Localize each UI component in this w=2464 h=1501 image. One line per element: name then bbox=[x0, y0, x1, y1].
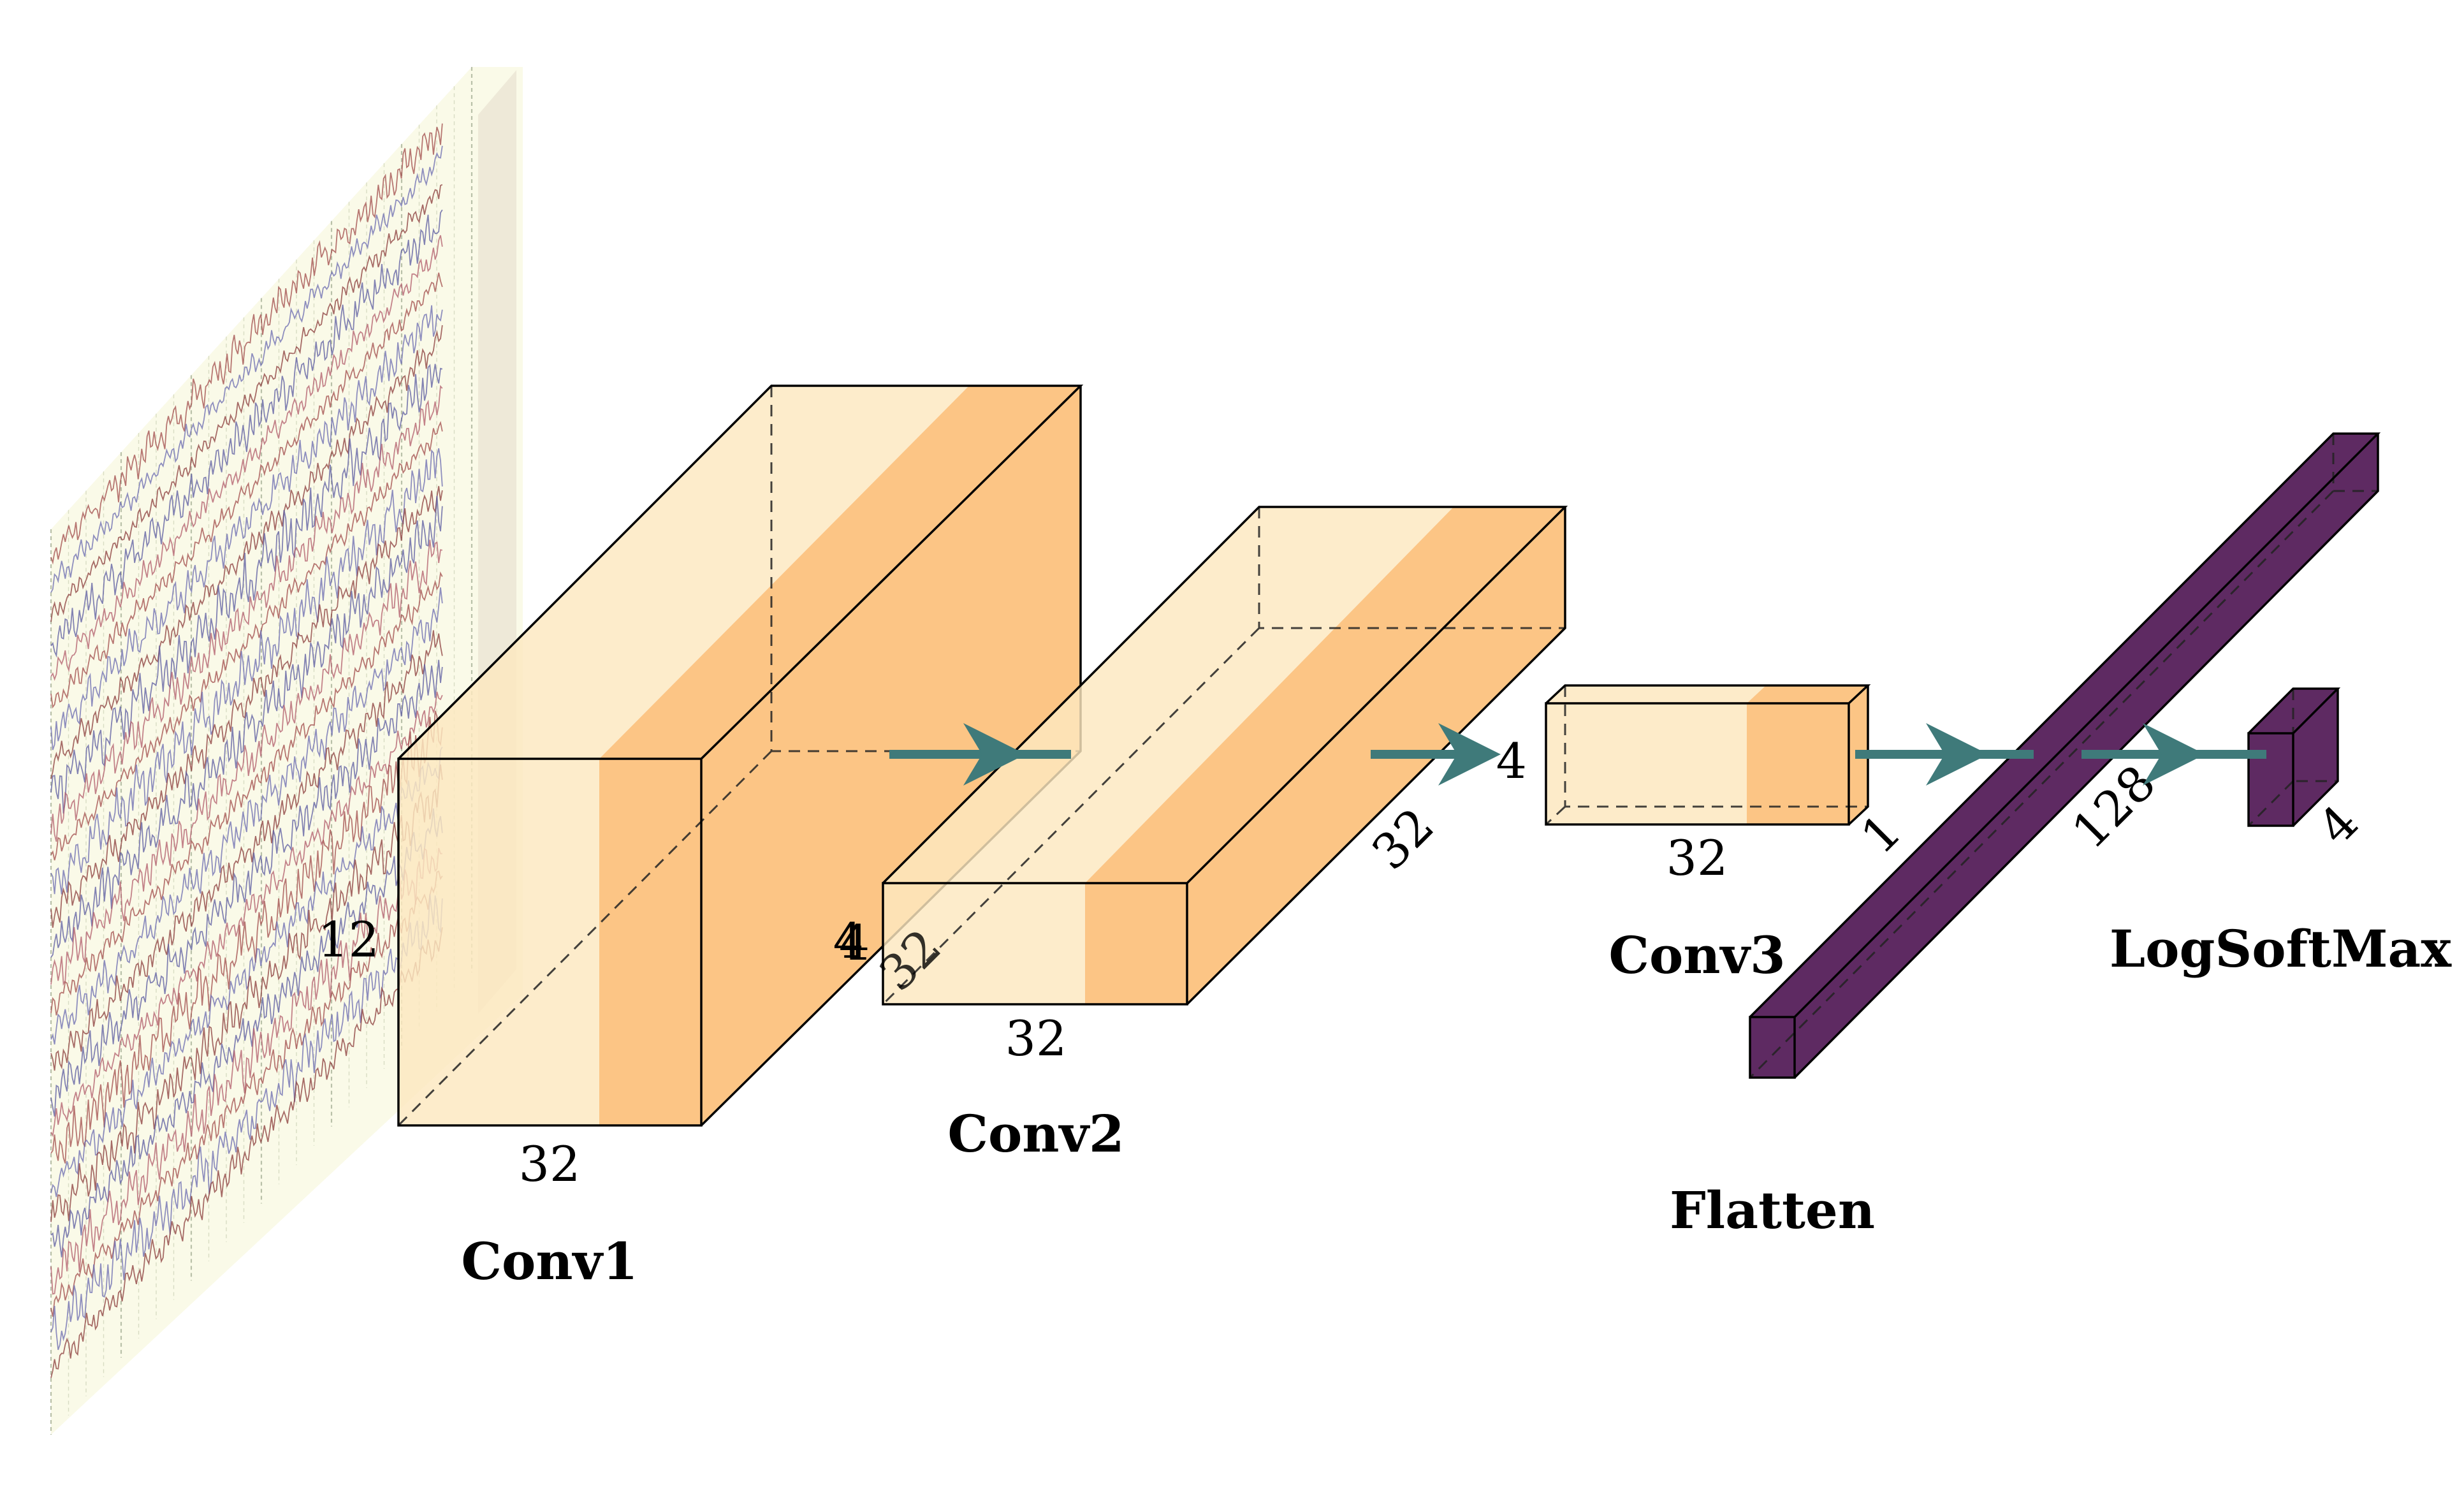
conv1-depth-label: 4 bbox=[839, 914, 870, 971]
eeg-channel-trace bbox=[50, 808, 443, 1257]
eeg-channel-trace bbox=[50, 927, 443, 1379]
conv2-height-label: 4 bbox=[833, 912, 864, 969]
eeg-channel-trace bbox=[50, 764, 443, 1222]
logsoftmax-title: LogSoftMax bbox=[2110, 919, 2452, 979]
eeg-channel-trace bbox=[50, 587, 443, 1045]
conv2-top-face-light bbox=[883, 507, 1454, 883]
conv1-front-face-dark bbox=[599, 759, 701, 1125]
conv1-title: Conv1 bbox=[461, 1231, 638, 1291]
conv1-top-face-dark bbox=[599, 386, 1081, 759]
eeg-channel-trace bbox=[50, 272, 443, 709]
logsoftmax-block: 4 LogSoftMax bbox=[2110, 687, 2452, 979]
conv3-front-face-light bbox=[1546, 703, 1747, 824]
conv1-height-label: 12 bbox=[317, 911, 379, 968]
eeg-channel-trace bbox=[50, 710, 443, 1164]
eeg-channel-trace bbox=[50, 486, 443, 928]
conv3-title: Conv3 bbox=[1608, 925, 1785, 985]
eeg-channel-trace bbox=[50, 870, 443, 1317]
flatten-front-face bbox=[1750, 1017, 1795, 1078]
eeg-channel-trace bbox=[50, 123, 443, 565]
eeg-channel-trace bbox=[50, 539, 442, 986]
conv3-top-face-light bbox=[1546, 685, 1766, 703]
flatten-title: Flatten bbox=[1670, 1180, 1875, 1240]
eeg-channel-trace bbox=[50, 363, 443, 814]
conv3-top-face-dark bbox=[1747, 685, 1868, 703]
eeg-channel-trace bbox=[50, 209, 443, 658]
eeg-channel-trace bbox=[50, 659, 443, 1117]
eeg-channel-trace bbox=[50, 691, 443, 1138]
conv2-top-face-dark bbox=[1085, 507, 1565, 883]
eeg-channel-trace bbox=[50, 495, 443, 958]
flatten-top-face bbox=[1750, 434, 2378, 1017]
conv2-title: Conv2 bbox=[947, 1104, 1124, 1164]
conv3-height-label: 4 bbox=[1496, 733, 1527, 789]
conv1-width-label: 32 bbox=[519, 1136, 581, 1192]
flatten-block: 128 Flatten bbox=[1670, 432, 2381, 1240]
eeg-signal-traces bbox=[50, 123, 443, 1379]
eeg-channel-trace bbox=[50, 305, 443, 750]
conv3-width-label: 32 bbox=[1666, 830, 1728, 886]
eeg-channel-trace bbox=[50, 145, 443, 593]
conv3-front-face-dark bbox=[1747, 703, 1849, 824]
eeg-channel-trace bbox=[50, 325, 443, 779]
eeg-channel-trace bbox=[50, 384, 443, 842]
conv1-front-face-light bbox=[398, 759, 599, 1125]
eeg-channel-trace bbox=[50, 894, 443, 1351]
conv2-width-label: 32 bbox=[1005, 1010, 1067, 1067]
eeg-channel-trace bbox=[50, 630, 443, 1071]
eeg-channel-trace bbox=[50, 571, 443, 1016]
eeg-channel-trace bbox=[50, 184, 443, 622]
conv1-top-face-light bbox=[398, 386, 969, 759]
eeg-channel-trace bbox=[50, 235, 443, 681]
eeg-channel-trace bbox=[50, 847, 442, 1295]
eeg-channel-trace bbox=[50, 421, 443, 861]
conv3-block: 4 32 1 Conv3 bbox=[1496, 684, 1912, 985]
logsoftmax-front-face bbox=[2249, 733, 2293, 826]
eeg-channel-trace bbox=[50, 747, 443, 1197]
conv2-front-face-dark bbox=[1085, 883, 1187, 1004]
